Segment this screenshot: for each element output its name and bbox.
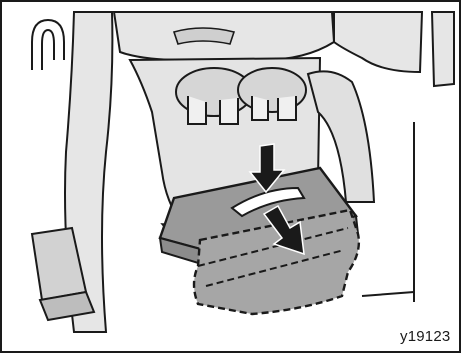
right-floor-line xyxy=(362,292,414,296)
right-dash-panel xyxy=(334,12,422,72)
right-edge-panel xyxy=(432,12,454,86)
left-hook xyxy=(32,20,64,70)
figure-id-label: y19123 xyxy=(400,328,450,345)
dashboard-top-slot xyxy=(174,28,234,44)
